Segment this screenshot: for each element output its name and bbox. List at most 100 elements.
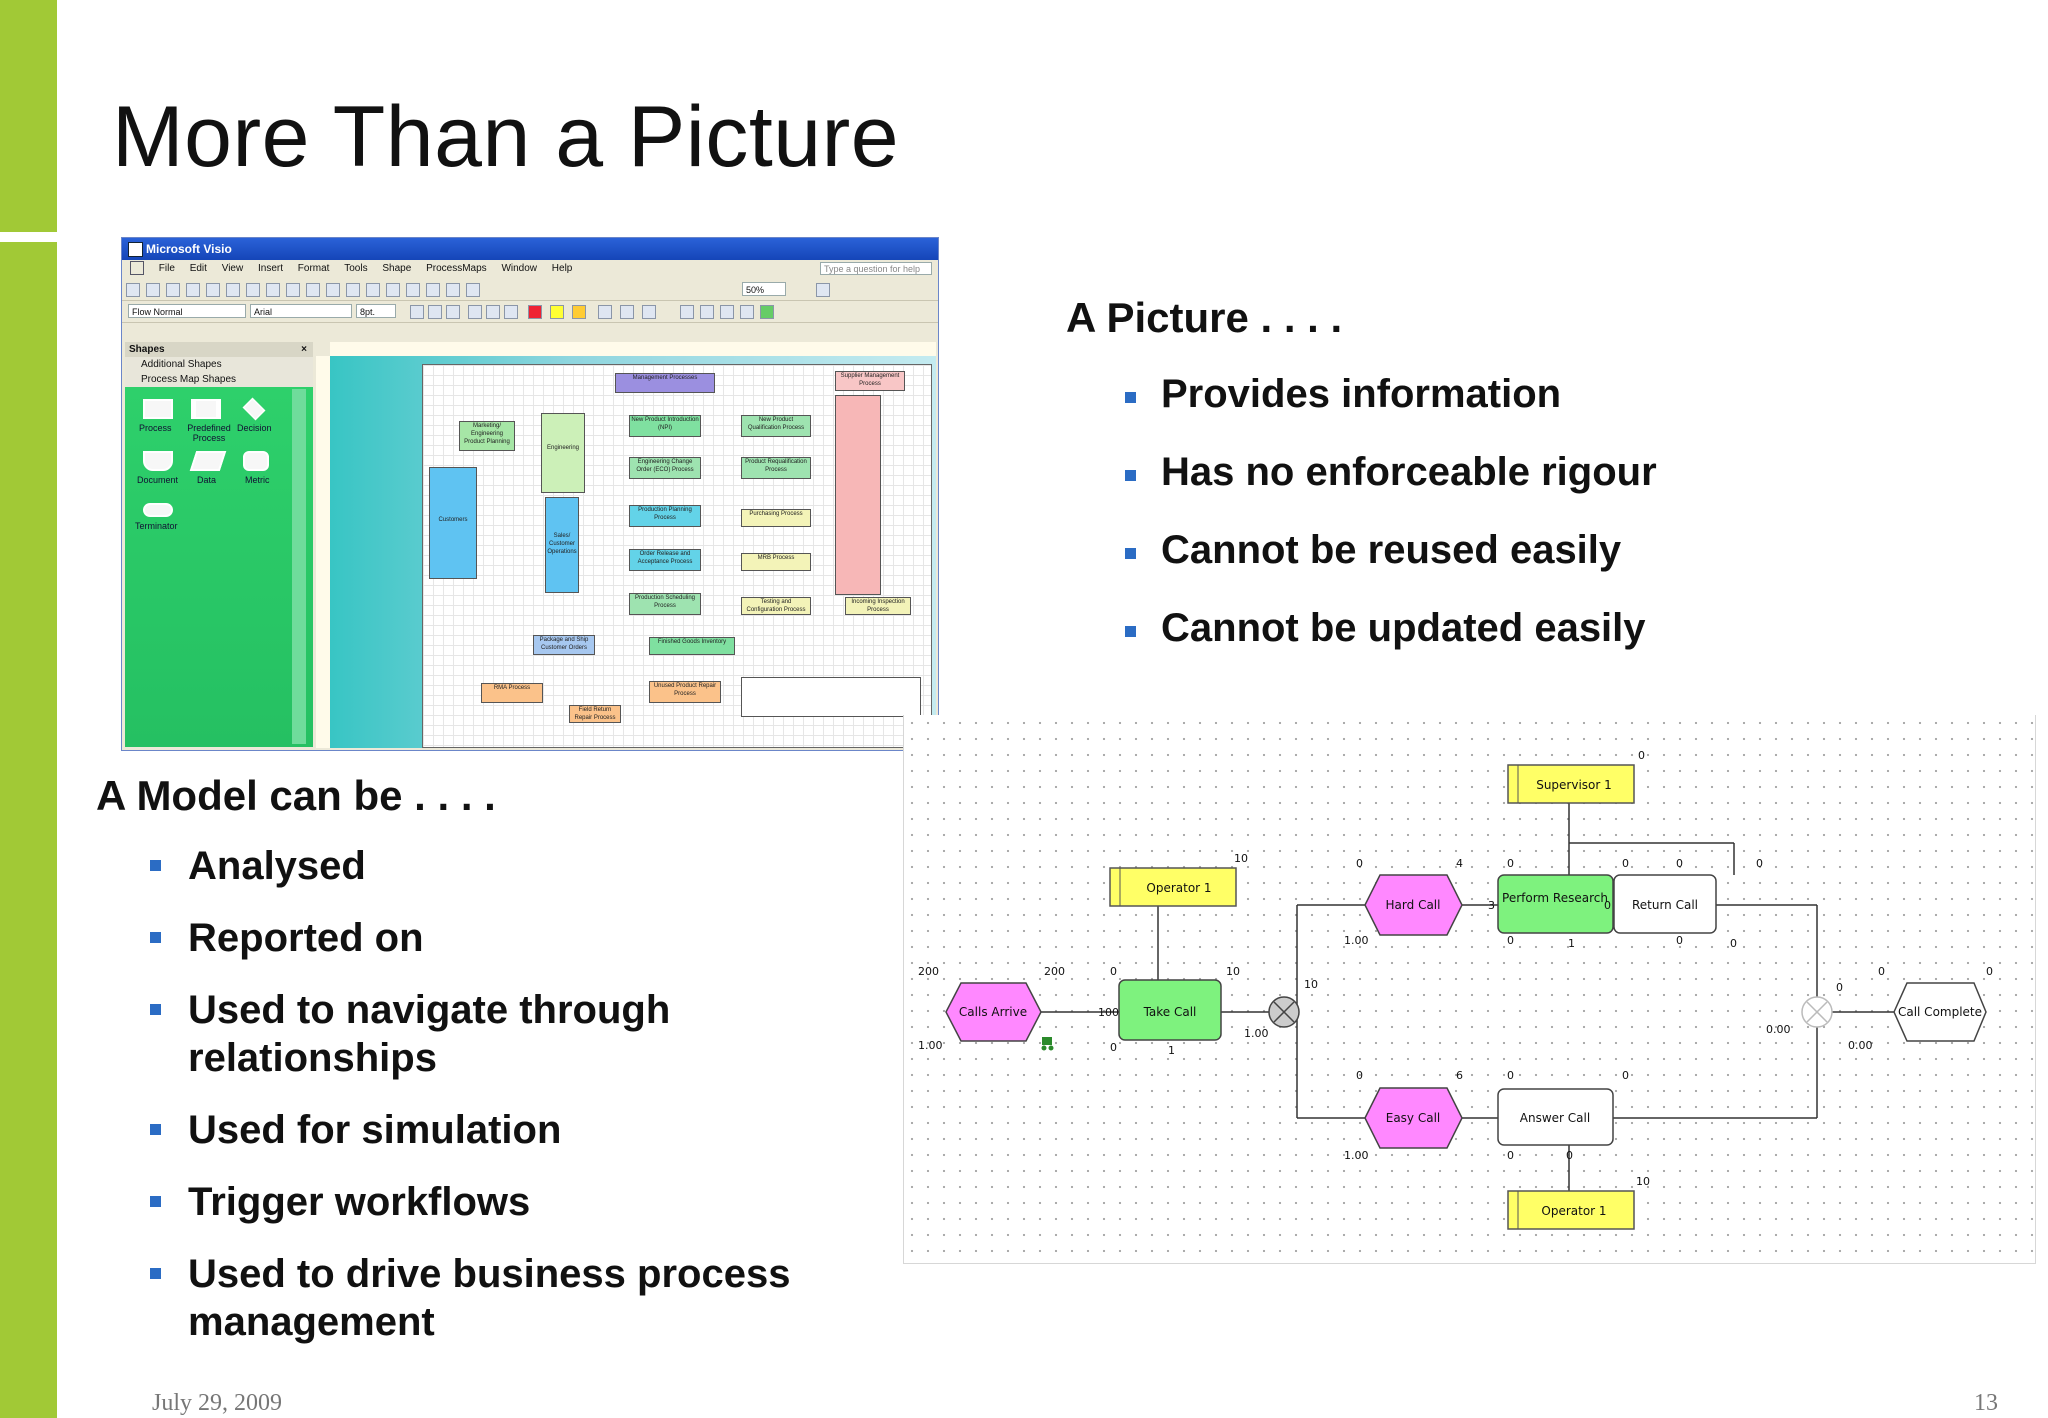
- menu-help[interactable]: Help: [551, 263, 573, 274]
- style-select[interactable]: Flow Normal: [128, 304, 246, 318]
- layer-icon[interactable]: [680, 305, 694, 319]
- align-left-icon[interactable]: [468, 305, 482, 319]
- line-icon[interactable]: [446, 283, 460, 297]
- predefined-process-shape-icon[interactable]: [191, 399, 221, 419]
- diagram-box[interactable]: Supplier Management Process: [835, 371, 905, 391]
- italic-icon[interactable]: [428, 305, 442, 319]
- stencil-scrollbar[interactable]: [292, 389, 306, 744]
- rectangle-icon[interactable]: [426, 283, 440, 297]
- font-select[interactable]: Arial: [250, 304, 352, 318]
- line-ends-icon[interactable]: [642, 305, 656, 319]
- close-icon[interactable]: ×: [301, 344, 307, 355]
- activity-easy-call[interactable]: Easy Call: [1364, 1087, 1463, 1149]
- menu-format[interactable]: Format: [297, 263, 330, 274]
- resource-operator-bottom[interactable]: Operator 1: [1507, 1190, 1635, 1230]
- menu-edit[interactable]: Edit: [189, 263, 207, 274]
- activity-take-call[interactable]: Take Call: [1118, 979, 1222, 1041]
- underline-icon[interactable]: [446, 305, 460, 319]
- drawing-page[interactable]: Management Processes Supplier Management…: [422, 364, 932, 748]
- align-center-icon[interactable]: [486, 305, 500, 319]
- open-icon[interactable]: [146, 283, 160, 297]
- diagram-box[interactable]: Production Scheduling Process: [629, 593, 701, 615]
- split-gateway-icon[interactable]: [1268, 996, 1300, 1028]
- diagram-box[interactable]: Marketing/ Engineering Product Planning: [459, 421, 515, 451]
- bold-icon[interactable]: [410, 305, 424, 319]
- menu-processmaps[interactable]: ProcessMaps: [426, 263, 487, 274]
- text-icon[interactable]: [406, 283, 420, 297]
- diagram-box[interactable]: Testing and Configuration Process: [741, 597, 811, 615]
- menu-tools[interactable]: Tools: [344, 263, 368, 274]
- decision-shape-icon[interactable]: [242, 397, 266, 421]
- spelling-icon[interactable]: [226, 283, 240, 297]
- diagram-box[interactable]: RMA Process: [481, 683, 543, 703]
- shapes-icon[interactable]: [346, 283, 360, 297]
- print-icon[interactable]: [186, 283, 200, 297]
- document-icon[interactable]: [130, 261, 144, 276]
- pointer-icon[interactable]: [366, 283, 380, 297]
- zoom-select[interactable]: 50%: [742, 282, 786, 296]
- terminator-shape-icon[interactable]: [143, 503, 173, 517]
- cut-icon[interactable]: [246, 283, 260, 297]
- diagram-box[interactable]: MRB Process: [741, 553, 811, 571]
- diagram-box[interactable]: Finished Goods Inventory: [649, 637, 735, 655]
- font-color-icon[interactable]: [528, 305, 542, 319]
- ask-question-input[interactable]: Type a question for help: [820, 262, 932, 275]
- activity-calls-arrive[interactable]: Calls Arrive: [945, 982, 1042, 1042]
- resource-supervisor[interactable]: Supervisor 1: [1507, 764, 1635, 804]
- diagram-box[interactable]: Field Return Repair Process: [569, 705, 621, 723]
- save-icon[interactable]: [166, 283, 180, 297]
- new-icon[interactable]: [126, 283, 140, 297]
- document-shape-icon[interactable]: [143, 451, 173, 471]
- diagram-box[interactable]: Production Planning Process: [629, 505, 701, 527]
- activity-perform-research[interactable]: Perform Research: [1497, 874, 1614, 934]
- diagram-box[interactable]: Customers: [429, 467, 477, 579]
- line-pattern-icon[interactable]: [620, 305, 634, 319]
- diagram-box[interactable]: New Product Introduction (NPI): [629, 415, 701, 437]
- menu-window[interactable]: Window: [501, 263, 538, 274]
- arrow-right-icon[interactable]: [720, 305, 734, 319]
- redo-icon[interactable]: [326, 283, 340, 297]
- diagram-box[interactable]: Sales/ Customer Operations: [545, 497, 579, 593]
- diagram-box[interactable]: Order Release and Acceptance Process: [629, 549, 701, 571]
- menu-file[interactable]: File: [158, 263, 175, 274]
- activity-hard-call[interactable]: Hard Call: [1364, 874, 1463, 936]
- activity-return-call[interactable]: Return Call: [1613, 874, 1717, 934]
- activity-call-complete[interactable]: Call Complete: [1893, 982, 1987, 1042]
- preview-icon[interactable]: [206, 283, 220, 297]
- diagram-box[interactable]: Purchasing Process: [741, 509, 811, 527]
- data-shape-icon[interactable]: [189, 451, 227, 471]
- line-color-icon[interactable]: [550, 305, 564, 319]
- diagram-box[interactable]: Management Processes: [615, 373, 715, 393]
- fill-color-icon[interactable]: [572, 305, 586, 319]
- line-weight-icon[interactable]: [598, 305, 612, 319]
- diagram-box[interactable]: Unused Product Repair Process: [649, 681, 721, 703]
- stencil-additional-shapes[interactable]: Additional Shapes: [125, 357, 313, 372]
- undo-icon[interactable]: [306, 283, 320, 297]
- diagram-box[interactable]: Engineering Change Order (ECO) Process: [629, 457, 701, 479]
- connector-icon[interactable]: [386, 283, 400, 297]
- activity-answer-call[interactable]: Answer Call: [1497, 1088, 1614, 1146]
- stencil-process-map-shapes[interactable]: Process Map Shapes: [125, 372, 313, 387]
- font-size-select[interactable]: 8pt.: [356, 304, 396, 318]
- diagram-box[interactable]: New Product Qualification Process: [741, 415, 811, 437]
- rotate-icon[interactable]: [466, 283, 480, 297]
- diagram-box[interactable]: Product Requalification Process: [741, 457, 811, 479]
- help-icon[interactable]: [816, 283, 830, 297]
- arrow-up-icon[interactable]: [700, 305, 714, 319]
- metric-shape-icon[interactable]: [243, 451, 269, 471]
- resource-operator-top[interactable]: Operator 1: [1109, 867, 1237, 907]
- diagram-box[interactable]: Incoming Inspection Process: [845, 597, 911, 615]
- subscript-icon[interactable]: [740, 305, 754, 319]
- copy-icon[interactable]: [266, 283, 280, 297]
- menu-insert[interactable]: Insert: [257, 263, 283, 274]
- diagram-box[interactable]: Engineering: [541, 413, 585, 493]
- menu-view[interactable]: View: [221, 263, 244, 274]
- align-right-icon[interactable]: [504, 305, 518, 319]
- diagram-box-supplier-column[interactable]: [835, 395, 881, 595]
- merge-gateway-icon[interactable]: [1801, 996, 1833, 1028]
- grid-icon[interactable]: [760, 305, 774, 319]
- paste-icon[interactable]: [286, 283, 300, 297]
- menu-shape[interactable]: Shape: [382, 263, 412, 274]
- diagram-box[interactable]: Package and Ship Customer Orders: [533, 635, 595, 655]
- process-shape-icon[interactable]: [143, 399, 173, 419]
